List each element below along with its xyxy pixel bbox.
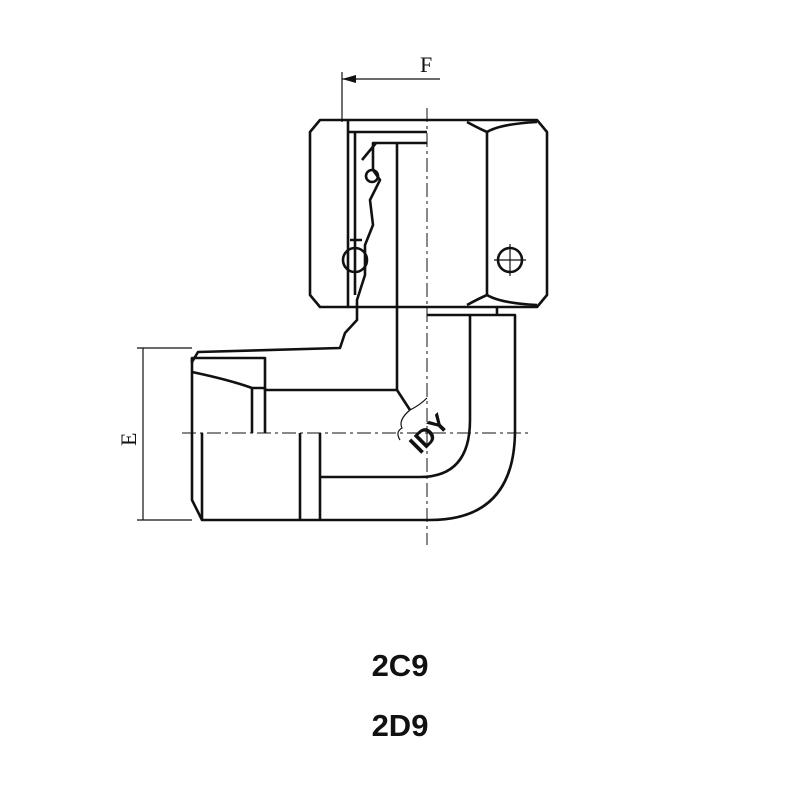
brand-logo: IDY bbox=[403, 407, 455, 459]
elbow-body bbox=[320, 307, 517, 522]
model-code-2: 2D9 bbox=[371, 708, 429, 743]
model-code-1: 2C9 bbox=[371, 648, 429, 683]
dimension-e-label: E bbox=[116, 433, 141, 446]
dimension-e: E bbox=[116, 347, 192, 521]
dimension-f: F bbox=[341, 52, 440, 122]
dimension-f-label: F bbox=[420, 52, 432, 77]
swivel-nut bbox=[308, 118, 549, 309]
male-thread-end bbox=[190, 358, 428, 522]
